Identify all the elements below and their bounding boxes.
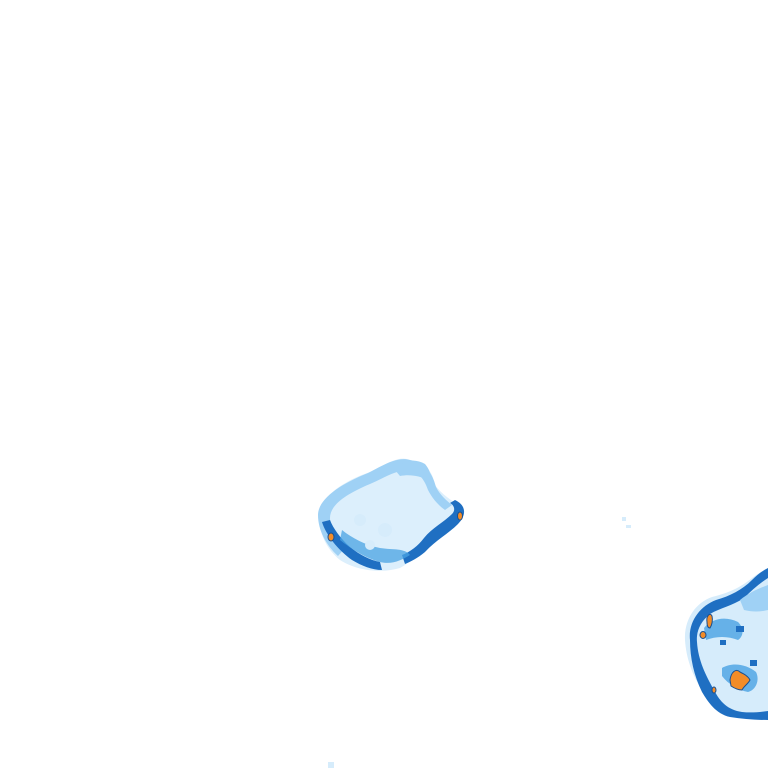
cell-b-dark-bit: [720, 640, 726, 645]
cell-a-core-right: [457, 511, 463, 521]
cell-b-patch-3: [740, 585, 768, 612]
speckle-dot: [328, 762, 334, 768]
cell-b-core-1: [706, 613, 713, 629]
cell-a-ring-light: [318, 459, 452, 556]
cell-b-core-2: [699, 631, 707, 639]
cell-a: [318, 458, 465, 571]
cell-b-core-3: [729, 669, 751, 691]
cell-a-speckle: [365, 540, 375, 550]
speckle-dot: [626, 525, 631, 528]
cell-a-ring-dark-right: [402, 500, 465, 564]
cell-a-speckle: [354, 514, 366, 526]
speckle-dot: [622, 517, 626, 521]
cell-a-core-left: [327, 532, 335, 542]
cell-a-ring-dark-left: [322, 520, 382, 570]
cell-b-patch-1: [704, 618, 743, 640]
cell-b-dark-bit: [750, 660, 757, 666]
cell-b: [684, 568, 768, 720]
cell-b-core-4: [711, 686, 717, 694]
cell-b-dark-bit: [736, 626, 744, 632]
cell-a-patch-2: [395, 460, 431, 480]
cell-b-ring-dark: [689, 568, 768, 720]
cell-a-patch-1: [340, 530, 410, 563]
speckle-isolated: [328, 517, 631, 768]
cell-a-speckle: [378, 523, 392, 537]
